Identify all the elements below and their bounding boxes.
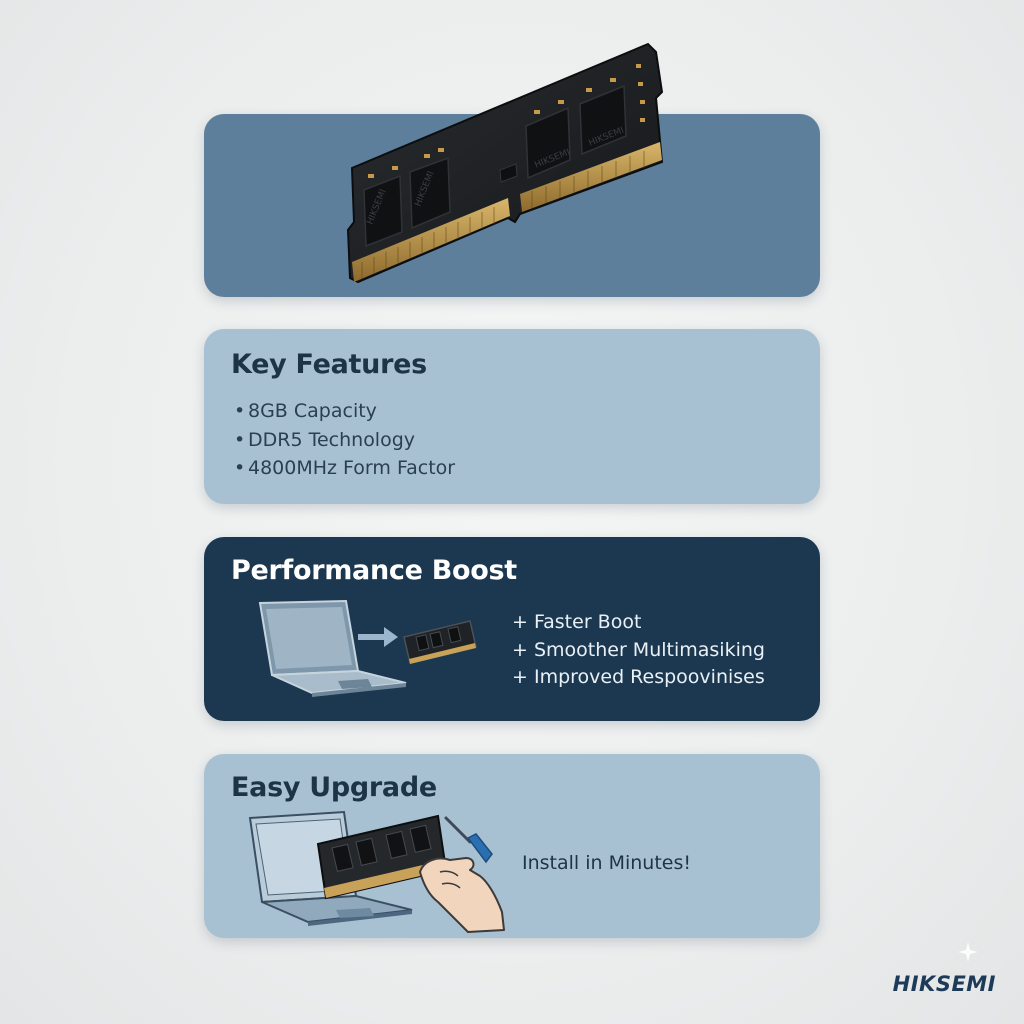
key-features-title: Key Features	[231, 349, 427, 380]
list-item: + Improved Respoovinises	[512, 666, 765, 688]
list-item: + Faster Boot	[512, 611, 642, 633]
easy-upgrade-card: Easy Upgrade Install in Minutes!	[204, 754, 820, 938]
performance-title: Performance Boost	[231, 555, 517, 586]
feature-list: •8GB Capacity •DDR5 Technology •4800MHz …	[234, 397, 455, 483]
ram-stick-icon	[316, 814, 448, 900]
bullet: •	[234, 457, 246, 479]
install-caption: Install in Minutes!	[522, 852, 692, 874]
screwdriver-icon	[444, 816, 493, 864]
feature-capacity: 8GB Capacity	[248, 400, 377, 422]
sparkle-icon	[958, 942, 978, 962]
upgrade-title: Easy Upgrade	[231, 772, 437, 803]
feature-speed: 4800MHz Form Factor	[248, 457, 456, 479]
ram-stick-icon	[403, 620, 477, 664]
brand-logo: HIKSEMI	[892, 972, 996, 996]
hand-icon	[419, 857, 505, 933]
list-item: + Smoother Multimasiking	[512, 638, 765, 661]
list-item: •DDR5 Technology	[234, 426, 455, 455]
arrow-right-icon	[358, 627, 398, 647]
list-item: •8GB Capacity	[234, 397, 455, 426]
ram-module-image: HIKSEMI HIKSEMI HIKSEMI HIKSEMI	[346, 42, 664, 284]
performance-card: Performance Boost + Faster Boot + Smooth…	[204, 537, 820, 721]
list-item: •4800MHz Form Factor	[234, 454, 455, 483]
bullet: •	[234, 400, 246, 422]
key-features-card: Key Features •8GB Capacity •DDR5 Technol…	[204, 329, 820, 504]
feature-technology: DDR5 Technology	[248, 428, 416, 451]
bullet: •	[234, 428, 246, 451]
benefit-list: + Faster Boot + Smoother Multimasiking +…	[512, 609, 765, 692]
laptop-icon	[258, 599, 407, 697]
